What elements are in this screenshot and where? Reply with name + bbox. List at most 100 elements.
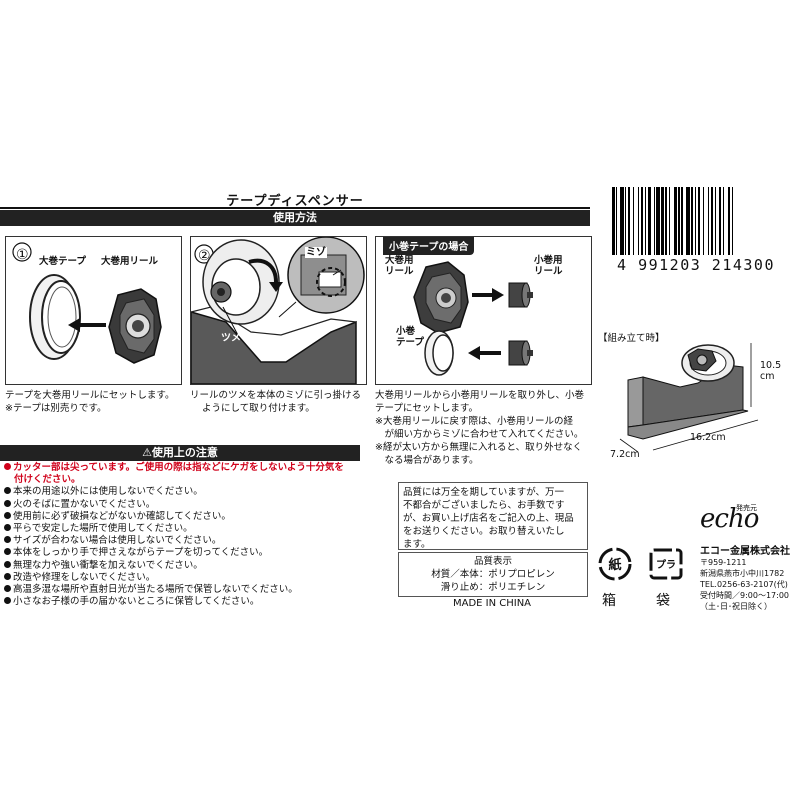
warning-item: サイズが合わない場合は使用しないでください。 [4, 535, 389, 547]
barcode-bar [644, 187, 646, 255]
barcode-bar [697, 187, 701, 255]
small-tape-label-small-tape-1: テープ [396, 337, 424, 348]
warning-item: 改造や修理をしないでください。 [4, 572, 389, 584]
small-tape-caption-0: 大巻用リールから小巻用リールを取り外し、小巻 [375, 390, 585, 401]
warning-item-red: カッター部は尖っています。ご使用の際は指などにケガをしないよう十分気を [4, 462, 389, 474]
barcode-bar [661, 187, 664, 255]
barcode-bar [714, 187, 716, 255]
barcode-bar [656, 187, 661, 255]
small-tape-label-small-reel-1: リール [534, 266, 563, 277]
page-title: テープディスペンサー [226, 194, 364, 209]
barcode-bar [638, 187, 640, 255]
plastic-recycle-icon: プラ [648, 546, 684, 582]
barcode-bar [640, 187, 644, 255]
step2-label-tsume: ツメ [221, 333, 241, 344]
small-tape-caption-5: なる場合があります。 [375, 455, 479, 466]
small-tape-illustration [413, 261, 533, 376]
plastic-recycle-label: 袋 [656, 593, 670, 609]
barcode-bar [691, 187, 693, 255]
company-address: 新潟県燕市小中川1782 [700, 569, 785, 578]
barcode-bar [669, 187, 671, 255]
seller-label: 発売元 [736, 504, 757, 512]
step2-caption-0: リールのツメを本体のミゾに引っ掛ける [190, 390, 362, 401]
barcode-bar [695, 187, 697, 255]
quality-note-line-4: ます。 [403, 539, 431, 550]
quality-note-line-0: 品質には万全を期していますが、万一 [403, 487, 565, 498]
small-tape-caption-4: ※経が太い方から無理に入れると、取り外せなく [375, 442, 583, 453]
warnings-list: カッター部は尖っています。ご使用の際は指などにケガをしないよう十分気を 付けくだ… [4, 462, 389, 608]
barcode-bar [710, 187, 714, 255]
bullet-icon [4, 524, 11, 532]
warning-item: 本来の用途以外には使用しないでください。 [4, 486, 389, 498]
bullet-icon [4, 463, 11, 470]
assembled-height: 10.5 cm [760, 360, 782, 382]
step1-label-reel: 大巻用リール [101, 256, 159, 267]
small-tape-label-small-reel-0: 小巻用 [534, 255, 563, 266]
bullet-icon [4, 548, 11, 556]
company-name: エコー金属株式会社 [700, 546, 790, 557]
step2-panel: ② ミゾ ツメ [190, 236, 367, 385]
company-hours: 受付時間／9:00～17:00 [700, 591, 790, 600]
barcode-bar [615, 187, 618, 255]
bullet-icon [4, 511, 11, 519]
usage-header: 使用方法 [0, 210, 590, 226]
company-closed: （土･日･祝日除く） [700, 602, 772, 611]
assembled-width: 16.2cm [690, 432, 726, 443]
small-tape-panel: 小巻テープの場合 大巻用 リール 小巻用 リール 小巻 テープ [375, 236, 592, 385]
made-in: MADE IN CHINA [452, 598, 532, 609]
warnings-header: ⚠使用上の注意 [0, 445, 360, 461]
quality-label-antislip: 滑り止め：ポリエチレン [440, 582, 546, 593]
plastic-recycle-mark: プラ [656, 560, 676, 571]
warning-item: 平らで安定した場所で使用してください。 [4, 523, 389, 535]
assembled-label: 【組み立て時】 [598, 333, 665, 344]
step2-caption-1: ようにして取り付けます。 [202, 403, 315, 414]
barcode-bar [612, 187, 615, 255]
barcode-bar [718, 187, 722, 255]
bullet-icon [4, 536, 11, 544]
paper-recycle-label: 箱 [602, 593, 616, 609]
quality-label-title: 品質表示 [473, 556, 512, 567]
small-tape-label-small-tape-0: 小巻 [396, 326, 416, 337]
barcode-bar [627, 187, 631, 255]
step1-number: ① [16, 247, 29, 263]
warning-item: 火のそばに置かないでください。 [4, 499, 389, 511]
warning-item: 小さなお子様の手の届かないところに保管してください。 [4, 596, 389, 608]
paper-recycle-icon: 紙 [597, 546, 633, 582]
barcode-bar [648, 187, 651, 255]
quality-note-box: 品質には万全を期していますが、万一 不都合がございましたら、お手数です が、お買… [398, 482, 588, 550]
warning-item: 高温多湿な場所や直射日光が当たる場所で保管しないでください。 [4, 584, 389, 596]
barcode-bar [708, 187, 710, 255]
step2-label-mizo: ミゾ [305, 247, 327, 258]
barcode-bar [686, 187, 690, 255]
barcode [612, 187, 780, 255]
company-tel: TEL.0256-63-2107(代) [700, 580, 788, 589]
bullet-icon [4, 585, 11, 593]
small-tape-caption-1: テープにセットします。 [375, 403, 478, 414]
step1-illustration [12, 242, 162, 364]
small-tape-label-large-reel-1: リール [385, 266, 414, 277]
company-zip: 〒959-1211 [700, 558, 747, 567]
barcode-bar [632, 187, 635, 255]
quality-label-material: 材質／本体：ポリプロピレン [431, 569, 555, 580]
warning-item: 無理な力や強い衝撃を加えないでください。 [4, 560, 389, 572]
quality-note-line-3: をお送りください。お取り替えいたし [403, 526, 565, 537]
bullet-icon [4, 499, 11, 507]
barcode-bar [722, 187, 724, 255]
warning-item: 本体をしっかり手で押さえながらテープを切ってください。 [4, 547, 389, 559]
barcode-bar [678, 187, 680, 255]
barcode-bar [727, 187, 731, 255]
small-tape-caption-3: が細い方からミゾに合わせて入れてください。 [375, 429, 584, 440]
barcode-bar [680, 187, 684, 255]
assembled-illustration [619, 343, 759, 453]
warning-item: 使用前に必ず破損などがないか確認してください。 [4, 511, 389, 523]
step1-panel: ① 大巻テープ 大巻用リール [5, 236, 182, 385]
small-tape-header: 小巻テープの場合 [383, 237, 475, 255]
assembled-depth: 7.2cm [610, 449, 640, 460]
company-logo: echo [700, 504, 759, 534]
barcode-bar [731, 187, 733, 255]
step2-number: ② [198, 248, 211, 264]
paper-recycle-mark: 紙 [608, 558, 622, 573]
quality-note-line-2: が、お買い上げ店名をご記入の上、現品 [403, 513, 574, 524]
barcode-bar [674, 187, 677, 255]
title-rule [0, 207, 590, 209]
